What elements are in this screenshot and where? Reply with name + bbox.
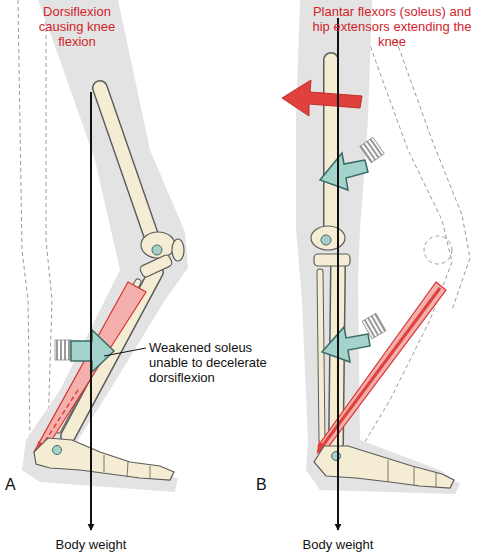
knee-axis	[321, 235, 331, 245]
force-label: Body weight	[288, 537, 388, 552]
femur-condyle	[311, 226, 345, 250]
toe-lines	[104, 455, 150, 479]
force-arrow	[322, 327, 370, 362]
soleus-arrow	[318, 288, 440, 452]
panel-letter: A	[5, 476, 29, 494]
foot-bones	[314, 446, 454, 488]
leg-shading	[296, 0, 460, 494]
foot-bones	[34, 438, 174, 480]
femur	[100, 88, 152, 238]
panel-letter: B	[256, 476, 280, 494]
fibula	[320, 272, 322, 440]
muscle-note: Dorsiflexion causing knee flexion	[22, 4, 132, 49]
toe-lines	[388, 460, 436, 487]
tibial-plateau	[139, 254, 173, 278]
force-label: Body weight	[41, 537, 141, 552]
leg-shading	[22, 0, 188, 492]
femur	[325, 60, 338, 226]
dashed-knee	[424, 236, 452, 264]
ankle-axis	[53, 446, 62, 455]
dashed-outline	[360, 40, 470, 450]
femur	[100, 88, 152, 238]
femur-condyle	[141, 232, 175, 258]
striped-tail	[360, 137, 385, 163]
striped-tail	[55, 340, 71, 360]
tibial-plateau	[314, 254, 350, 266]
panel-b	[282, 0, 470, 530]
muscle-note: Plantar flexors (soleus) and hip extenso…	[304, 4, 480, 49]
force-arrow	[71, 330, 114, 372]
patella	[172, 239, 184, 261]
femur	[323, 60, 339, 226]
hip-extensor-arrow	[282, 80, 362, 116]
dashed-outline	[18, 0, 52, 470]
body-weight-line	[90, 92, 92, 530]
ankle-axis	[332, 452, 341, 461]
force-arrow	[320, 153, 368, 190]
knee-axis	[152, 245, 162, 255]
body-weight-line	[337, 18, 339, 530]
fibula	[320, 272, 322, 440]
leader-line	[104, 348, 146, 356]
callout-text: Weakened soleus unable to decelerate dor…	[149, 340, 281, 385]
panel-a	[18, 0, 188, 530]
